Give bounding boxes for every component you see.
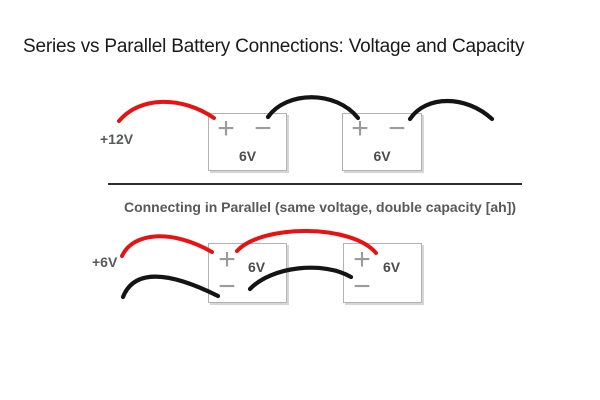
- parallel-positive-wire: [120, 234, 214, 258]
- series-positive-wire: [117, 99, 216, 123]
- series-terminal-voltage-label: +12V: [100, 131, 134, 147]
- battery-voltage-label: 6V: [383, 259, 401, 275]
- series-battery-1: + − 6V: [208, 113, 287, 171]
- minus-terminal-icon: −: [388, 112, 406, 145]
- parallel-section-heading: Connecting in Parallel (same voltage, do…: [123, 199, 517, 215]
- battery-voltage-label: 6V: [238, 148, 257, 164]
- battery-voltage-label: 6V: [248, 259, 266, 275]
- parallel-negative-wire: [120, 274, 221, 300]
- page-title: Series vs Parallel Battery Connections: …: [23, 36, 525, 57]
- plus-terminal-icon: +: [351, 112, 369, 145]
- plus-terminal-icon: +: [218, 243, 236, 276]
- minus-terminal-icon: −: [353, 270, 371, 303]
- parallel-battery-2: + − 6V: [343, 243, 422, 303]
- plus-terminal-icon: +: [217, 112, 235, 145]
- minus-terminal-icon: −: [218, 270, 236, 303]
- series-battery-2: + − 6V: [342, 113, 422, 171]
- series-negative-wire: [407, 99, 495, 122]
- battery-voltage-label: 6V: [373, 148, 391, 164]
- parallel-battery-1: + − 6V: [208, 243, 287, 303]
- minus-terminal-icon: −: [254, 112, 272, 145]
- parallel-terminal-voltage-label: +6V: [92, 254, 118, 270]
